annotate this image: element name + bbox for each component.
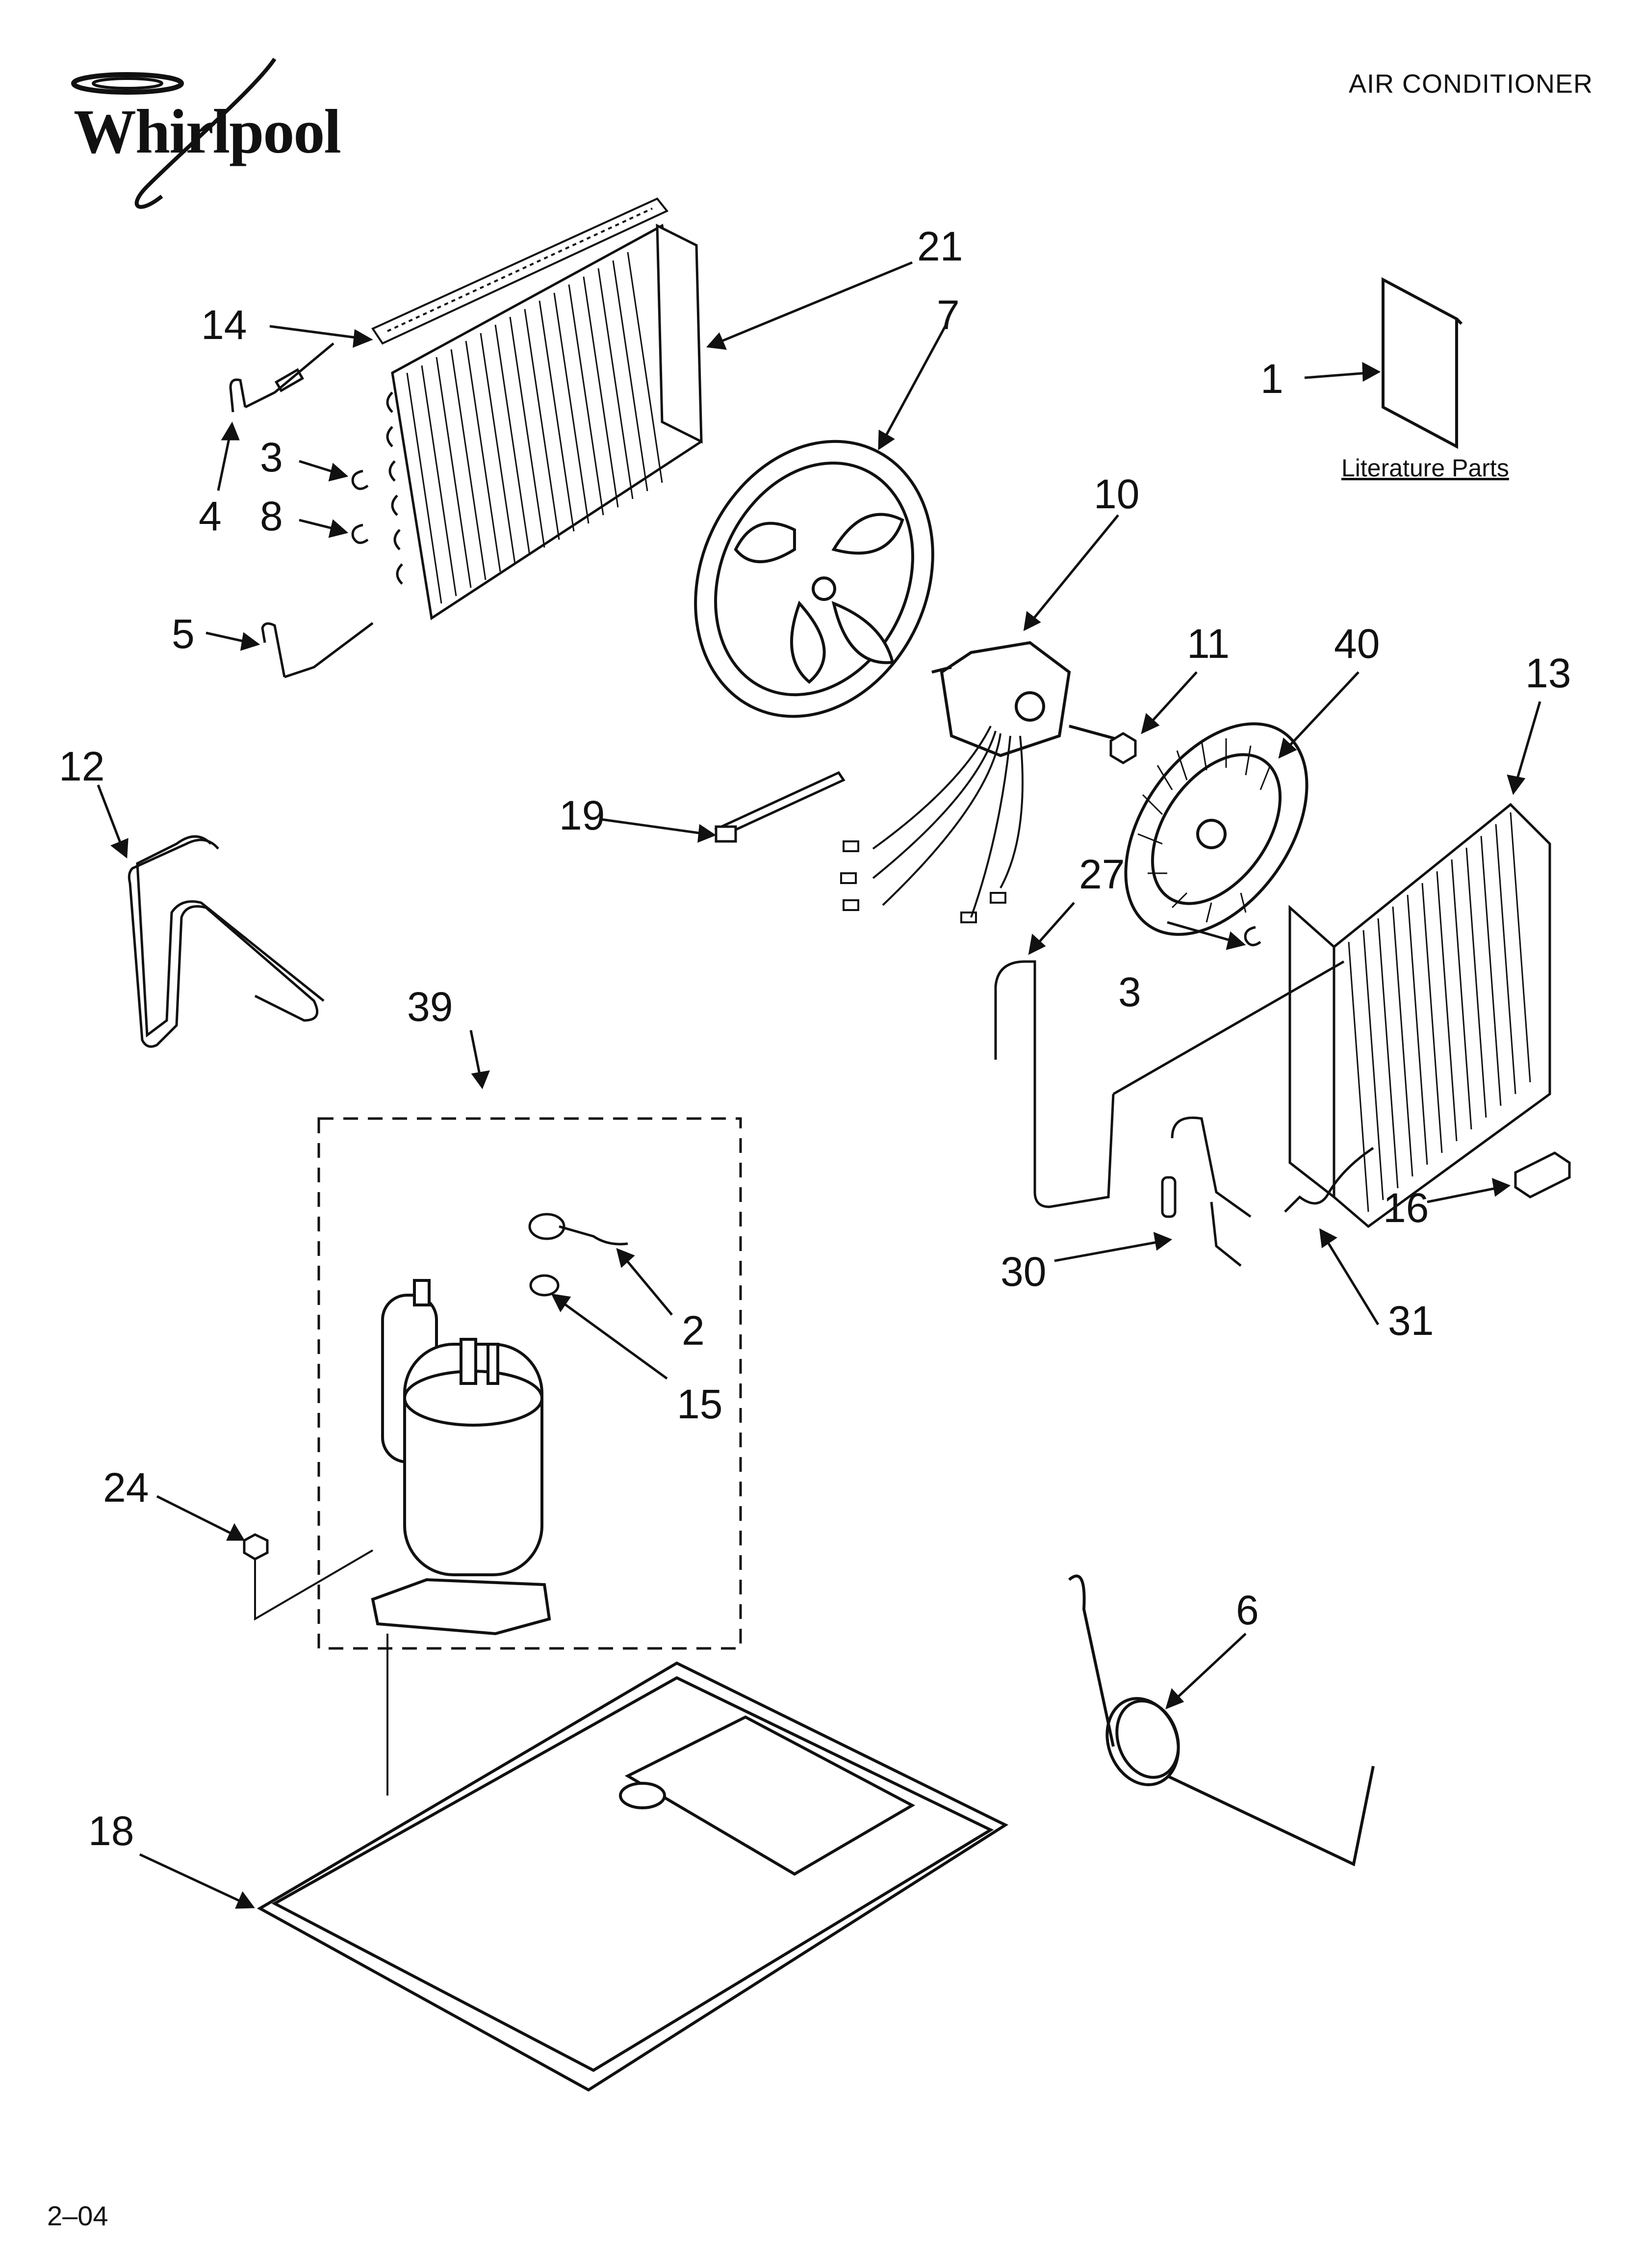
callout-15: 15 bbox=[677, 1381, 723, 1427]
callout-1: 1 bbox=[1260, 356, 1283, 402]
brand-logo-wordmark: Whirlpool bbox=[74, 97, 341, 166]
part-16-bracket bbox=[1514, 1151, 1571, 1199]
part-24-leader bbox=[254, 1549, 374, 1621]
leader-lines bbox=[97, 261, 1541, 1909]
part-40-blower-wheel bbox=[1124, 722, 1308, 936]
part-4-tube bbox=[229, 342, 334, 413]
part-6-capillary bbox=[1068, 1574, 1375, 1867]
whirlpool-logo-swirl bbox=[71, 57, 277, 209]
callout-19: 19 bbox=[559, 792, 605, 838]
callout-12: 12 bbox=[59, 743, 105, 789]
part-10-motor bbox=[931, 641, 1124, 757]
callout-39: 39 bbox=[407, 984, 453, 1030]
part-7-fan-blade bbox=[694, 440, 934, 718]
callout-31: 31 bbox=[1388, 1298, 1434, 1344]
part-30-sensor bbox=[1161, 1116, 1252, 1267]
callout-18: 18 bbox=[88, 1808, 134, 1854]
part-14-gasket bbox=[371, 197, 669, 345]
callout-40: 40 bbox=[1334, 621, 1380, 667]
callout-13: 13 bbox=[1525, 650, 1571, 696]
part-40-vanes bbox=[1137, 738, 1271, 923]
part-15-cover bbox=[529, 1274, 560, 1297]
part-3-clip bbox=[351, 469, 369, 490]
callout-30: 30 bbox=[1001, 1249, 1047, 1295]
part-24-grommet bbox=[243, 1533, 269, 1561]
part-3-clip-right bbox=[1244, 926, 1261, 946]
part-27-tube bbox=[994, 960, 1345, 1208]
callout-10: 10 bbox=[1094, 471, 1140, 517]
callout-27: 27 bbox=[1079, 851, 1125, 897]
callout-14: 14 bbox=[201, 302, 247, 348]
part-31-tube bbox=[1284, 1147, 1374, 1213]
part-1-literature bbox=[1382, 277, 1463, 449]
callout-5: 5 bbox=[172, 611, 195, 657]
callout-4: 4 bbox=[199, 493, 222, 539]
callout-8: 8 bbox=[260, 493, 283, 539]
callout-3-top: 3 bbox=[260, 434, 283, 480]
part-2-overload bbox=[528, 1213, 628, 1246]
date-code: 2–04 bbox=[47, 2200, 108, 2231]
kit-39-dashed-box bbox=[317, 1117, 742, 1650]
callout-6: 6 bbox=[1236, 1587, 1259, 1633]
callout-2: 2 bbox=[682, 1307, 705, 1354]
callout-24: 24 bbox=[103, 1464, 149, 1511]
compressor bbox=[371, 1279, 551, 1636]
part-21-fins bbox=[406, 252, 663, 604]
part-18-base-pan bbox=[257, 1661, 1009, 2092]
callout-7: 7 bbox=[937, 292, 960, 338]
section-title: AIR CONDITIONER bbox=[1348, 69, 1593, 99]
literature-parts-label: Literature Parts bbox=[1341, 454, 1509, 482]
part-21-condenser-coil bbox=[391, 223, 703, 621]
part-19-cable-tie bbox=[714, 771, 846, 843]
part-12-tube bbox=[128, 835, 325, 1048]
part-13-evaporator-coil bbox=[1288, 803, 1551, 1228]
callout-21: 21 bbox=[917, 223, 963, 269]
part-13-fins bbox=[1348, 812, 1531, 1212]
part-21-tube-ends bbox=[386, 391, 403, 585]
callout-3-right: 3 bbox=[1118, 969, 1141, 1015]
callout-16: 16 bbox=[1383, 1185, 1429, 1231]
part-5-tube bbox=[261, 622, 374, 678]
callout-11: 11 bbox=[1187, 621, 1230, 667]
part-10-wires bbox=[840, 726, 1024, 923]
part-8-clip bbox=[351, 523, 369, 544]
part-11-nut bbox=[1109, 732, 1137, 764]
